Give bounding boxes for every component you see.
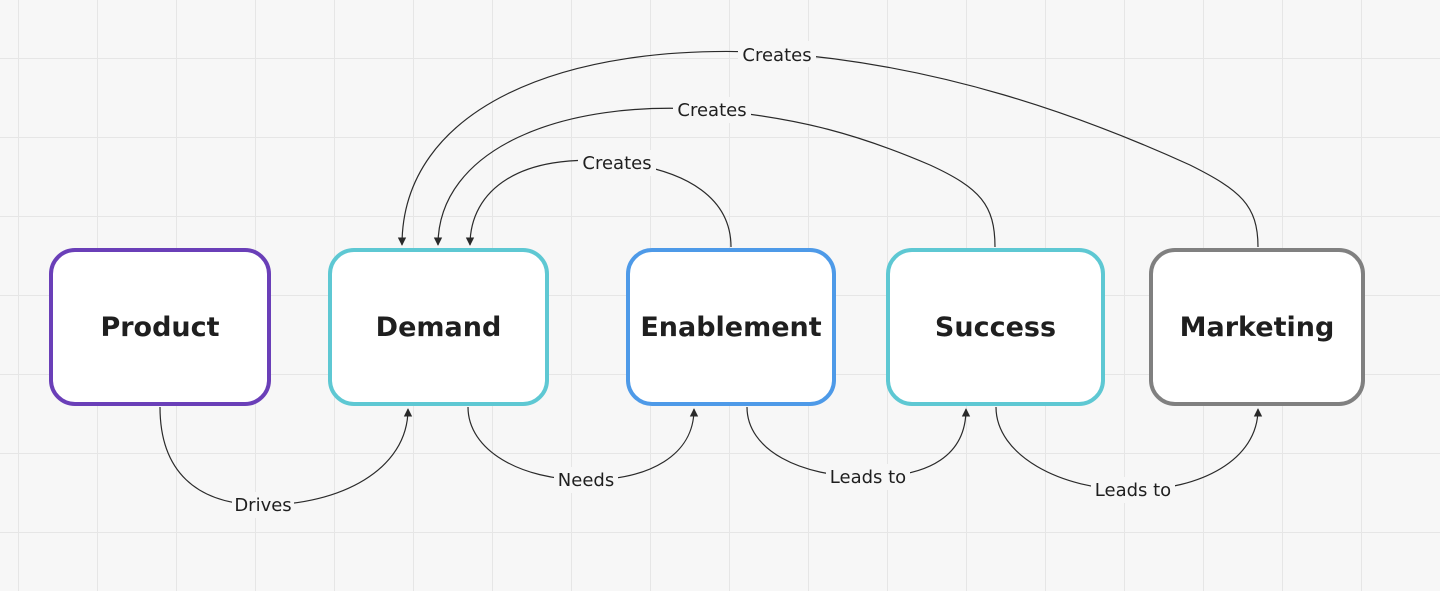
edge-label-creates-1: Creates [582, 153, 651, 174]
edge-creates-success[interactable]: Creates [433, 97, 996, 248]
edge-creates-enablement[interactable]: Creates [465, 150, 732, 248]
node-label-success: Success [934, 311, 1057, 343]
edge-label-needs: Needs [558, 470, 614, 491]
edge-label-leads-to-2: Leads to [1095, 480, 1171, 501]
edge-label-creates-3: Creates [742, 45, 811, 66]
edge-needs[interactable]: Needs [467, 406, 699, 493]
node-demand[interactable]: Demand [328, 248, 549, 406]
edge-label-drives: Drives [234, 495, 291, 516]
edge-leads-to-success[interactable]: Leads to [746, 406, 971, 490]
edge-leads-to-marketing[interactable]: Leads to [995, 406, 1263, 503]
node-label-demand: Demand [375, 311, 502, 343]
node-enablement[interactable]: Enablement [626, 248, 836, 406]
node-success[interactable]: Success [886, 248, 1105, 406]
edge-creates-marketing[interactable]: Creates [397, 41, 1259, 248]
node-product[interactable]: Product [49, 248, 271, 406]
node-label-product: Product [100, 311, 220, 343]
edge-label-creates-2: Creates [677, 100, 746, 121]
node-label-enablement: Enablement [640, 311, 822, 343]
node-label-marketing: Marketing [1179, 311, 1335, 343]
edge-label-leads-to-1: Leads to [830, 467, 906, 488]
edge-drives[interactable]: Drives [159, 406, 413, 518]
node-marketing[interactable]: Marketing [1149, 248, 1365, 406]
